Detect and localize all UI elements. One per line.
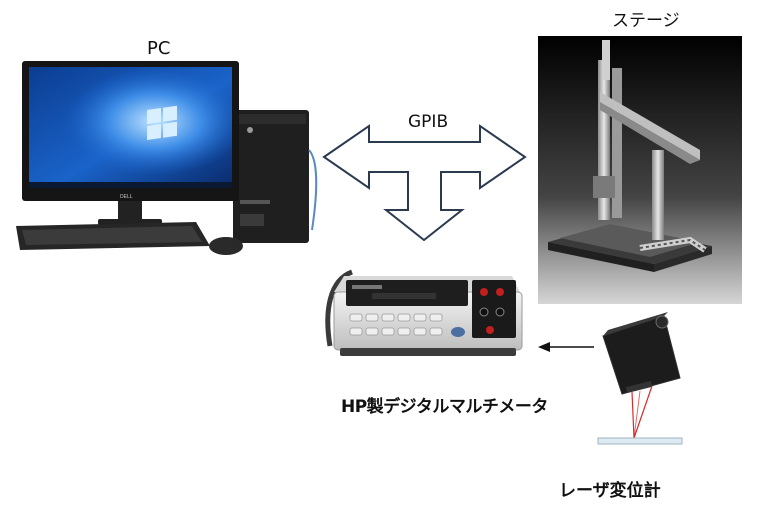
gpib-bus-arrow-icon — [322, 124, 527, 242]
stage-label: ステージ — [612, 11, 680, 31]
multimeter-icon — [325, 269, 523, 356]
pc-icon: DELL — [0, 55, 322, 263]
svg-text:DELL: DELL — [120, 194, 133, 200]
multimeter-label: HP製デジタルマルチメータ — [341, 397, 548, 417]
pc-label: PC — [147, 38, 171, 59]
pc-tower — [233, 110, 309, 243]
signal-arrow-icon — [538, 342, 594, 352]
laser-sensor-label: レーザ変位計 — [559, 481, 661, 501]
stage-icon — [538, 36, 742, 304]
gpib-label: GPIB — [408, 112, 449, 132]
laser-sensor-icon — [597, 312, 683, 445]
pc-mouse — [209, 237, 243, 255]
